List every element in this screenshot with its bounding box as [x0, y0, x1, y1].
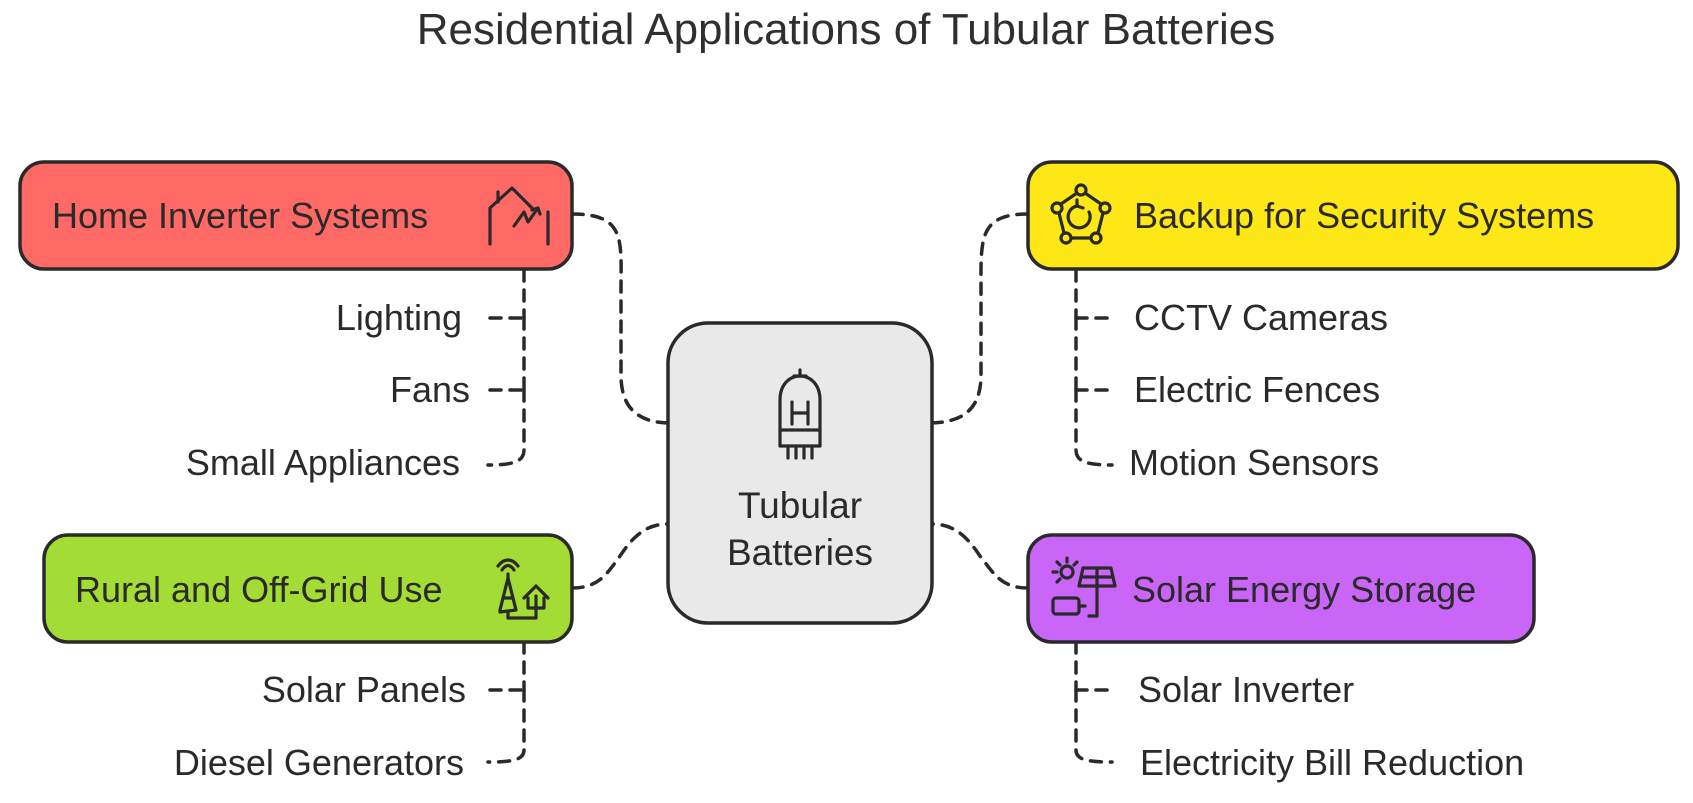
center-label-line2: Batteries	[727, 532, 873, 573]
leaf-lighting: Lighting	[336, 297, 462, 338]
leaf-electric-fences: Electric Fences	[1134, 369, 1380, 410]
connector-rural	[570, 522, 670, 590]
leaf-small-appliances: Small Appliances	[186, 442, 460, 483]
leaf-cctv-cameras: CCTV Cameras	[1134, 297, 1388, 338]
diagram-title: Residential Applications of Tubular Batt…	[417, 5, 1276, 54]
center-node	[666, 321, 934, 625]
branch-box-solar	[1026, 533, 1536, 644]
connector-leaf-bill	[1074, 688, 1114, 764]
tower-house-icon	[496, 558, 550, 620]
leaf-diesel-generators: Diesel Generators	[174, 742, 464, 783]
leaf-motion-sensors: Motion Sensors	[1129, 442, 1379, 483]
solar-storage-icon	[1051, 556, 1117, 618]
branch-box-security	[1026, 160, 1680, 271]
connector-leaf-diesel	[486, 688, 526, 764]
leaf-fans: Fans	[390, 369, 470, 410]
branch-box-rural	[42, 533, 574, 644]
branch-label-rural: Rural and Off-Grid Use	[75, 569, 442, 610]
branch-label-home-inverter: Home Inverter Systems	[52, 195, 428, 236]
connector-security	[930, 212, 1030, 425]
house-power-icon	[488, 186, 550, 246]
branch-label-solar: Solar Energy Storage	[1132, 569, 1476, 610]
leaf-solar-inverter: Solar Inverter	[1138, 669, 1354, 710]
branch-label-security: Backup for Security Systems	[1134, 195, 1594, 236]
branch-box-home-inverter	[18, 160, 574, 271]
connector-leaf-motion	[1074, 388, 1114, 467]
leaf-solar-panels: Solar Panels	[262, 669, 466, 710]
connector-home-inverter	[570, 212, 670, 425]
vacuum-tube-icon	[778, 368, 822, 460]
security-network-icon	[1050, 183, 1112, 245]
leaf-electricity-bill-reduction: Electricity Bill Reduction	[1140, 742, 1524, 783]
center-label-line1: Tubular	[738, 485, 862, 526]
connector-solar	[930, 522, 1030, 590]
connector-leaf-small-appliances	[486, 388, 526, 467]
